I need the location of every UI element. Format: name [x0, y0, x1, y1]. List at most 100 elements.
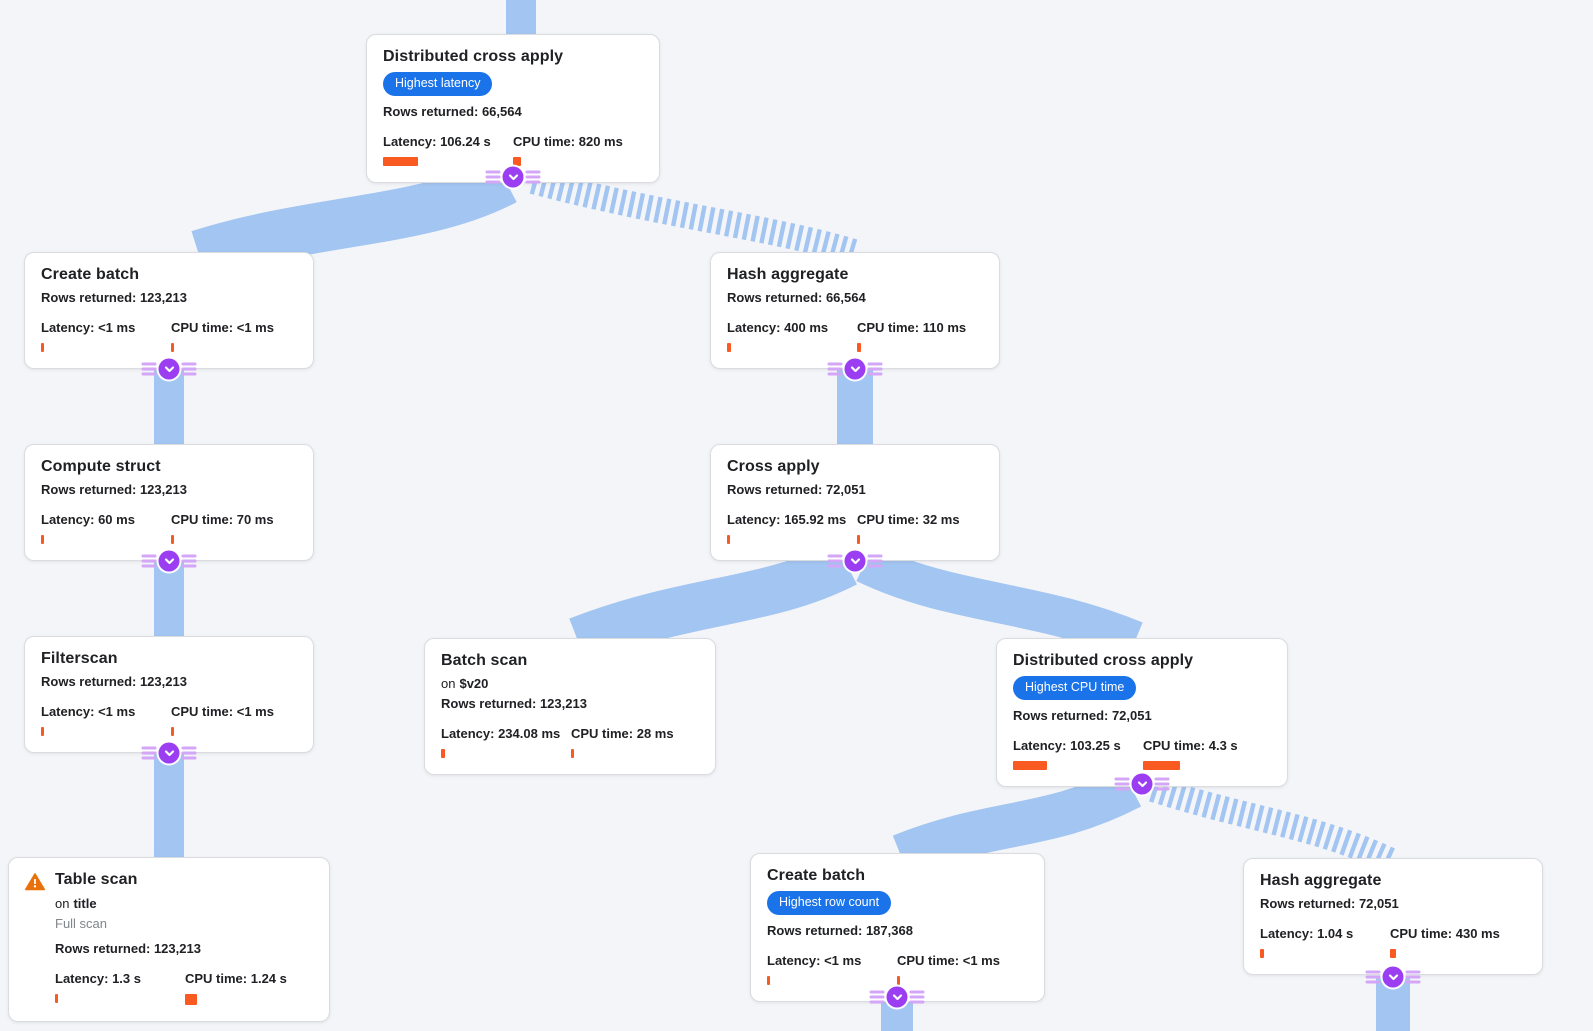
chevron-down-icon — [844, 550, 866, 572]
connector-lines-left — [485, 170, 501, 184]
plan-node-hash-aggregate-top[interactable]: Hash aggregate Rows returned: 66,564 Lat… — [710, 252, 1000, 369]
node-title: Table scan — [55, 871, 138, 888]
cpu-time-label: CPU time: <1 ms — [171, 704, 274, 719]
edge-dca-top-to-hash-agg — [529, 168, 861, 266]
connector-lines-right — [181, 554, 197, 568]
node-title: Filterscan — [41, 650, 118, 667]
full-scan-note: Full scan — [55, 916, 108, 931]
expand-collapse-connector[interactable] — [141, 358, 197, 380]
plan-node-create-batch-top[interactable]: Create batch Rows returned: 123,213 Late… — [24, 252, 314, 369]
connector-lines-left — [1114, 777, 1130, 791]
cpu-time-label: CPU time: 1.24 s — [185, 971, 287, 986]
connector-lines-left — [141, 554, 157, 568]
cpu-time-bar — [171, 535, 174, 544]
expand-collapse-connector[interactable] — [485, 166, 541, 188]
metrics-row: Latency: 1.3 s CPU time: 1.24 s — [55, 971, 313, 1005]
chevron-down-icon — [844, 358, 866, 380]
chevron-down-icon — [1131, 773, 1153, 795]
plan-node-cross-apply[interactable]: Cross apply Rows returned: 72,051 Latenc… — [710, 444, 1000, 561]
node-title: Hash aggregate — [1260, 872, 1382, 889]
cpu-time-label: CPU time: 28 ms — [571, 726, 674, 741]
latency-label: Latency: 165.92 ms — [727, 512, 847, 527]
chevron-down-icon — [158, 550, 180, 572]
expand-collapse-connector[interactable] — [869, 986, 925, 1008]
cpu-time-bar — [171, 343, 174, 352]
rows-returned: Rows returned: 123,213 — [41, 482, 187, 497]
metrics-row: Latency: <1 ms CPU time: <1 ms — [41, 704, 297, 736]
plan-node-hash-aggregate-bottom[interactable]: Hash aggregate Rows returned: 72,051 Lat… — [1243, 858, 1543, 975]
expand-collapse-connector[interactable] — [1114, 773, 1170, 795]
latency-label: Latency: 234.08 ms — [441, 726, 561, 741]
metrics-row: Latency: <1 ms CPU time: <1 ms — [767, 953, 1028, 985]
node-title: Create batch — [767, 867, 866, 884]
connector-lines-left — [1365, 970, 1381, 984]
connector-lines-right — [909, 990, 925, 1004]
expand-collapse-connector[interactable] — [827, 358, 883, 380]
latency-bar — [767, 975, 770, 985]
plan-node-distributed-cross-apply-root[interactable]: Distributed cross apply Highest latency … — [366, 34, 660, 183]
chevron-down-icon — [1382, 966, 1404, 988]
rows-returned: Rows returned: 123,213 — [441, 696, 587, 711]
plan-node-distributed-cross-apply-right[interactable]: Distributed cross apply Highest CPU time… — [996, 638, 1288, 787]
edge-cross-apply-to-dca-right — [856, 544, 1143, 660]
chevron-down-icon — [158, 358, 180, 380]
cpu-time-bar — [897, 975, 900, 985]
cpu-time-bar — [857, 343, 861, 352]
highest-row-count-badge: Highest row count — [767, 891, 892, 915]
plan-node-create-batch-bottom[interactable]: Create batch Highest row count Rows retu… — [750, 853, 1045, 1002]
metrics-row: Latency: 1.04 s CPU time: 430 ms — [1260, 926, 1526, 958]
latency-bar — [727, 343, 731, 352]
cpu-time-label: CPU time: 70 ms — [171, 512, 274, 527]
latency-bar — [55, 994, 58, 1003]
metrics-row: Latency: 234.08 ms CPU time: 28 ms — [441, 726, 699, 758]
rows-returned: Rows returned: 187,368 — [767, 922, 913, 938]
plan-node-compute-struct[interactable]: Compute struct Rows returned: 123,213 La… — [24, 444, 314, 561]
connector-lines-right — [525, 170, 541, 184]
plan-node-filterscan[interactable]: Filterscan Rows returned: 123,213 Latenc… — [24, 636, 314, 753]
latency-label: Latency: 1.3 s — [55, 971, 141, 986]
latency-bar — [41, 343, 44, 352]
expand-collapse-connector[interactable] — [141, 742, 197, 764]
latency-label: Latency: <1 ms — [41, 320, 136, 335]
latency-label: Latency: 1.04 s — [1260, 926, 1354, 941]
connector-lines-left — [141, 362, 157, 376]
latency-bar — [41, 535, 44, 544]
latency-label: Latency: 103.25 s — [1013, 737, 1121, 753]
connector-lines-right — [867, 362, 883, 376]
highest-latency-badge: Highest latency — [383, 72, 493, 96]
node-title: Create batch — [41, 266, 140, 283]
connector-lines-right — [181, 362, 197, 376]
rows-returned: Rows returned: 72,051 — [1260, 896, 1399, 911]
rows-returned: Rows returned: 123,213 — [41, 674, 187, 689]
cpu-time-bar — [1390, 949, 1396, 958]
expand-collapse-connector[interactable] — [141, 550, 197, 572]
connector-lines-right — [1154, 777, 1170, 791]
cpu-time-bar — [1143, 760, 1180, 770]
node-title: Distributed cross apply — [383, 48, 564, 65]
expand-collapse-connector[interactable] — [1365, 966, 1421, 988]
metrics-row: Latency: 400 ms CPU time: 110 ms — [727, 320, 983, 352]
warning-icon — [25, 872, 46, 896]
chevron-down-icon — [158, 742, 180, 764]
connector-lines-left — [869, 990, 885, 1004]
scan-target: on$v20 — [441, 676, 489, 691]
node-title: Compute struct — [41, 458, 161, 475]
cpu-time-bar — [857, 535, 860, 544]
cpu-time-label: CPU time: <1 ms — [897, 952, 1000, 968]
expand-collapse-connector[interactable] — [827, 550, 883, 572]
latency-bar — [1260, 949, 1264, 958]
metrics-row: Latency: <1 ms CPU time: <1 ms — [41, 320, 297, 352]
plan-node-batch-scan[interactable]: Batch scan on$v20 Rows returned: 123,213… — [424, 638, 716, 775]
chevron-down-icon — [886, 986, 908, 1008]
metrics-row: Latency: 103.25 s CPU time: 4.3 s — [1013, 738, 1271, 770]
cpu-time-bar — [513, 156, 521, 166]
cpu-time-bar — [185, 994, 197, 1005]
chevron-down-icon — [502, 166, 524, 188]
rows-returned: Rows returned: 123,213 — [41, 290, 187, 305]
highest-cpu-time-badge: Highest CPU time — [1013, 676, 1137, 700]
latency-label: Latency: 400 ms — [727, 320, 829, 335]
cpu-time-label: CPU time: 430 ms — [1390, 926, 1500, 941]
connector-lines-right — [181, 746, 197, 760]
node-title: Batch scan — [441, 652, 528, 669]
